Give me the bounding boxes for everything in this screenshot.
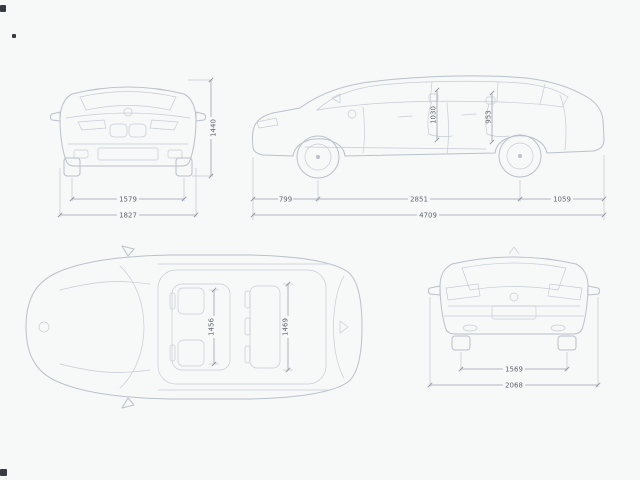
air-intake xyxy=(97,147,159,161)
dim-label-rear-overall-width: 2068 xyxy=(505,382,523,390)
rear-bench xyxy=(249,285,281,369)
rear-headrest-2 xyxy=(244,317,251,336)
rear-headrest-3 xyxy=(244,345,251,364)
dim-label-wheelbase: 2851 xyxy=(410,196,428,204)
front-left-headrest xyxy=(169,292,176,310)
dim-label-front-headroom: 1030 xyxy=(430,106,438,124)
left-taillight xyxy=(445,283,481,301)
dim-label-rear-track: 1569 xyxy=(505,366,523,374)
d-pillar xyxy=(539,83,546,105)
left-headlight xyxy=(77,119,107,131)
bmw-roundel xyxy=(38,321,50,333)
front-seat xyxy=(427,100,453,137)
front-right-headrest xyxy=(169,344,176,362)
front-right-seat xyxy=(177,339,205,367)
mirror-top xyxy=(121,245,135,257)
rear-view: 1569 2068 xyxy=(427,246,601,390)
dim-label-front-interior-width: 1456 xyxy=(208,318,216,336)
top-view: 1456 1469 xyxy=(25,245,363,409)
side-mirror xyxy=(331,93,341,104)
kidney-grille-right xyxy=(128,123,147,138)
side-intake-left xyxy=(73,149,89,159)
mirror-bottom xyxy=(121,397,135,409)
dim-label-rear-overhang: 1059 xyxy=(553,196,571,204)
license-plate xyxy=(491,305,537,320)
windshield xyxy=(79,91,177,111)
roof-outline xyxy=(157,269,327,385)
dim-label-height: 1440 xyxy=(210,119,218,137)
top-view-body xyxy=(25,245,363,409)
left-mirror xyxy=(50,111,61,122)
rear-door-handle xyxy=(461,113,477,116)
antenna-fin xyxy=(508,246,520,255)
rear-view-wheels xyxy=(451,335,577,351)
top-view-seats xyxy=(169,285,281,369)
glasshouse xyxy=(315,80,569,111)
bmw-roundel xyxy=(509,292,519,302)
rear-door-seam xyxy=(446,102,449,155)
side-view-seats xyxy=(427,93,510,137)
left-mirror xyxy=(428,285,441,296)
front-view: 1579 1827 1440 xyxy=(50,77,218,220)
headlight xyxy=(256,117,279,129)
rear-seat xyxy=(485,103,510,137)
rear-window xyxy=(461,262,567,291)
c-pillar xyxy=(496,81,499,103)
right-mirror xyxy=(195,111,206,122)
right-headlight xyxy=(149,119,179,131)
dim-label-rear-headroom: 953 xyxy=(485,110,493,123)
dim-label-front-overall-width: 1827 xyxy=(119,212,137,220)
rear-view-dimensions: 1569 2068 xyxy=(427,297,601,390)
tailgate-seam xyxy=(559,94,567,151)
rocker-line xyxy=(304,146,487,150)
side-intake-right xyxy=(167,149,183,159)
right-mirror xyxy=(587,285,600,296)
left-exhaust xyxy=(462,324,478,332)
sunroof xyxy=(171,283,231,371)
right-taillight xyxy=(547,283,583,301)
front-headrest xyxy=(428,93,439,102)
front-wheel xyxy=(296,135,340,179)
hood-line-right xyxy=(59,363,151,373)
rear-headrest xyxy=(485,96,496,105)
side-view-dimensions: 1030 953 799 2851 1059 xyxy=(250,87,607,220)
hood-line xyxy=(65,112,191,119)
windshield-arc xyxy=(119,265,145,389)
dim-label-front-overhang: 799 xyxy=(279,196,292,204)
screen-artifacts xyxy=(0,5,16,476)
rear-view-body xyxy=(428,246,600,335)
rear-window-arc xyxy=(333,275,345,379)
top-view-dimensions: 1456 1469 xyxy=(208,281,293,373)
bmw-roundel xyxy=(123,107,133,117)
front-door-seam xyxy=(362,106,365,154)
antenna-fin xyxy=(339,320,349,334)
dim-label-rear-interior-width: 1469 xyxy=(282,318,290,336)
hood-line-left xyxy=(59,281,151,291)
steering-wheel xyxy=(347,109,357,119)
dim-label-front-track: 1579 xyxy=(119,196,137,204)
front-door-handle xyxy=(397,115,413,118)
kidney-grille-left xyxy=(109,123,128,138)
b-pillar xyxy=(429,81,433,104)
front-left-seat xyxy=(177,287,205,315)
side-view: 1030 953 799 2851 1059 xyxy=(250,75,607,220)
side-view-body xyxy=(251,75,605,157)
right-exhaust xyxy=(550,324,566,332)
side-view-wheels xyxy=(296,134,542,179)
front-view-dimensions: 1579 1827 1440 xyxy=(57,77,218,220)
dim-label-length: 4709 xyxy=(419,212,437,220)
front-view-wheels xyxy=(63,157,193,177)
rear-headrest-1 xyxy=(244,290,251,309)
rear-wheel xyxy=(498,134,542,178)
front-view-body xyxy=(50,86,206,167)
